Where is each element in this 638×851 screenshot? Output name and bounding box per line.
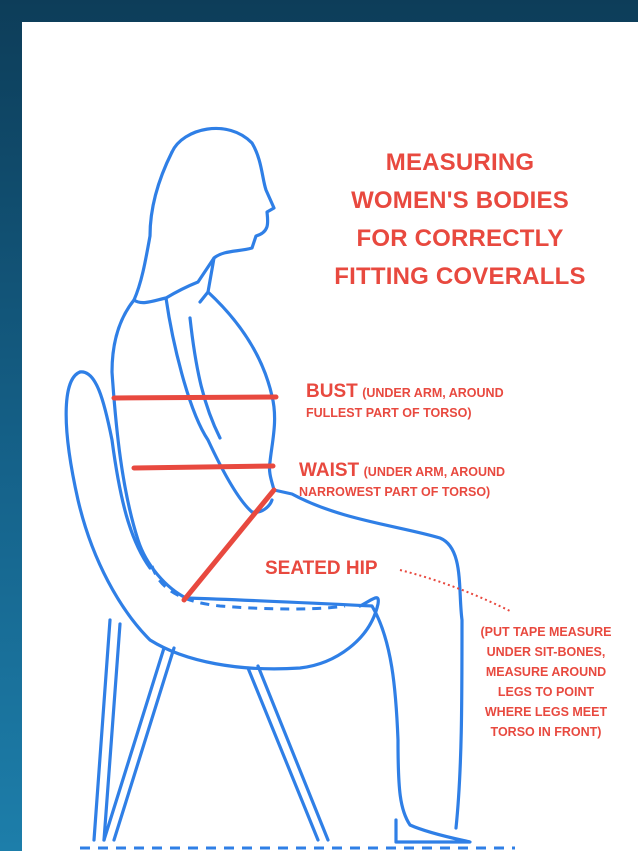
waist-label-group: WAIST (UNDER ARM, AROUND NARROWEST PART … <box>299 460 505 499</box>
bust-detail-line1: (UNDER ARM, AROUND <box>362 386 503 400</box>
head-outline <box>172 128 274 302</box>
leg-outline <box>186 598 470 842</box>
waist-measure-line <box>134 466 273 468</box>
note-line: UNDER SIT-BONES, <box>458 642 634 662</box>
waist-detail-line1: (UNDER ARM, AROUND <box>364 465 505 479</box>
seated-hip-note: (PUT TAPE MEASURE UNDER SIT-BONES, MEASU… <box>458 622 634 742</box>
chair-leg-right-b <box>258 666 328 840</box>
title-line: WOMEN'S BODIES <box>310 182 610 220</box>
bust-detail-line2: FULLEST PART OF TORSO) <box>306 406 504 420</box>
waist-detail-line2: NARROWEST PART OF TORSO) <box>299 485 505 499</box>
hair-outline <box>134 152 214 303</box>
title-line: FOR CORRECTLY <box>310 220 610 258</box>
bust-label-group: BUST (UNDER ARM, AROUND FULLEST PART OF … <box>306 381 504 420</box>
chair-leg-right <box>248 668 318 840</box>
arm-outline <box>166 298 272 512</box>
note-line: TORSO IN FRONT) <box>458 722 634 742</box>
bust-label: BUST <box>306 381 358 402</box>
seated-hip-measure-line <box>184 490 274 600</box>
seated-hip-leader <box>400 570 512 612</box>
note-line: WHERE LEGS MEET <box>458 702 634 722</box>
bust-measure-line <box>114 397 276 398</box>
diagram-title: MEASURING WOMEN'S BODIES FOR CORRECTLY F… <box>310 144 610 296</box>
chair-leg-front-left-b <box>114 648 174 840</box>
waist-label: WAIST <box>299 460 359 481</box>
note-line: (PUT TAPE MEASURE <box>458 622 634 642</box>
seated-hip-label: SEATED HIP <box>265 558 378 580</box>
note-line: MEASURE AROUND <box>458 662 634 682</box>
title-line: FITTING COVERALLS <box>310 258 610 296</box>
note-line: LEGS TO POINT <box>458 682 634 702</box>
arm-inner-outline <box>190 318 220 438</box>
title-line: MEASURING <box>310 144 610 182</box>
chair-leg-front-left <box>104 648 164 840</box>
